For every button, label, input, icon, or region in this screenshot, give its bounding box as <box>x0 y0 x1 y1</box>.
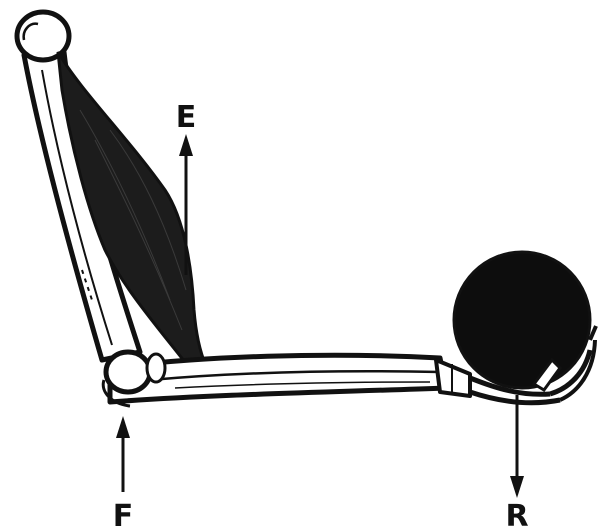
effort-label: E <box>176 100 197 135</box>
fulcrum-label: F <box>113 499 134 531</box>
fulcrum-arrow <box>116 416 130 492</box>
resistance-label: R <box>505 499 528 531</box>
resistance-arrow <box>510 395 524 498</box>
load-ball <box>454 252 590 388</box>
